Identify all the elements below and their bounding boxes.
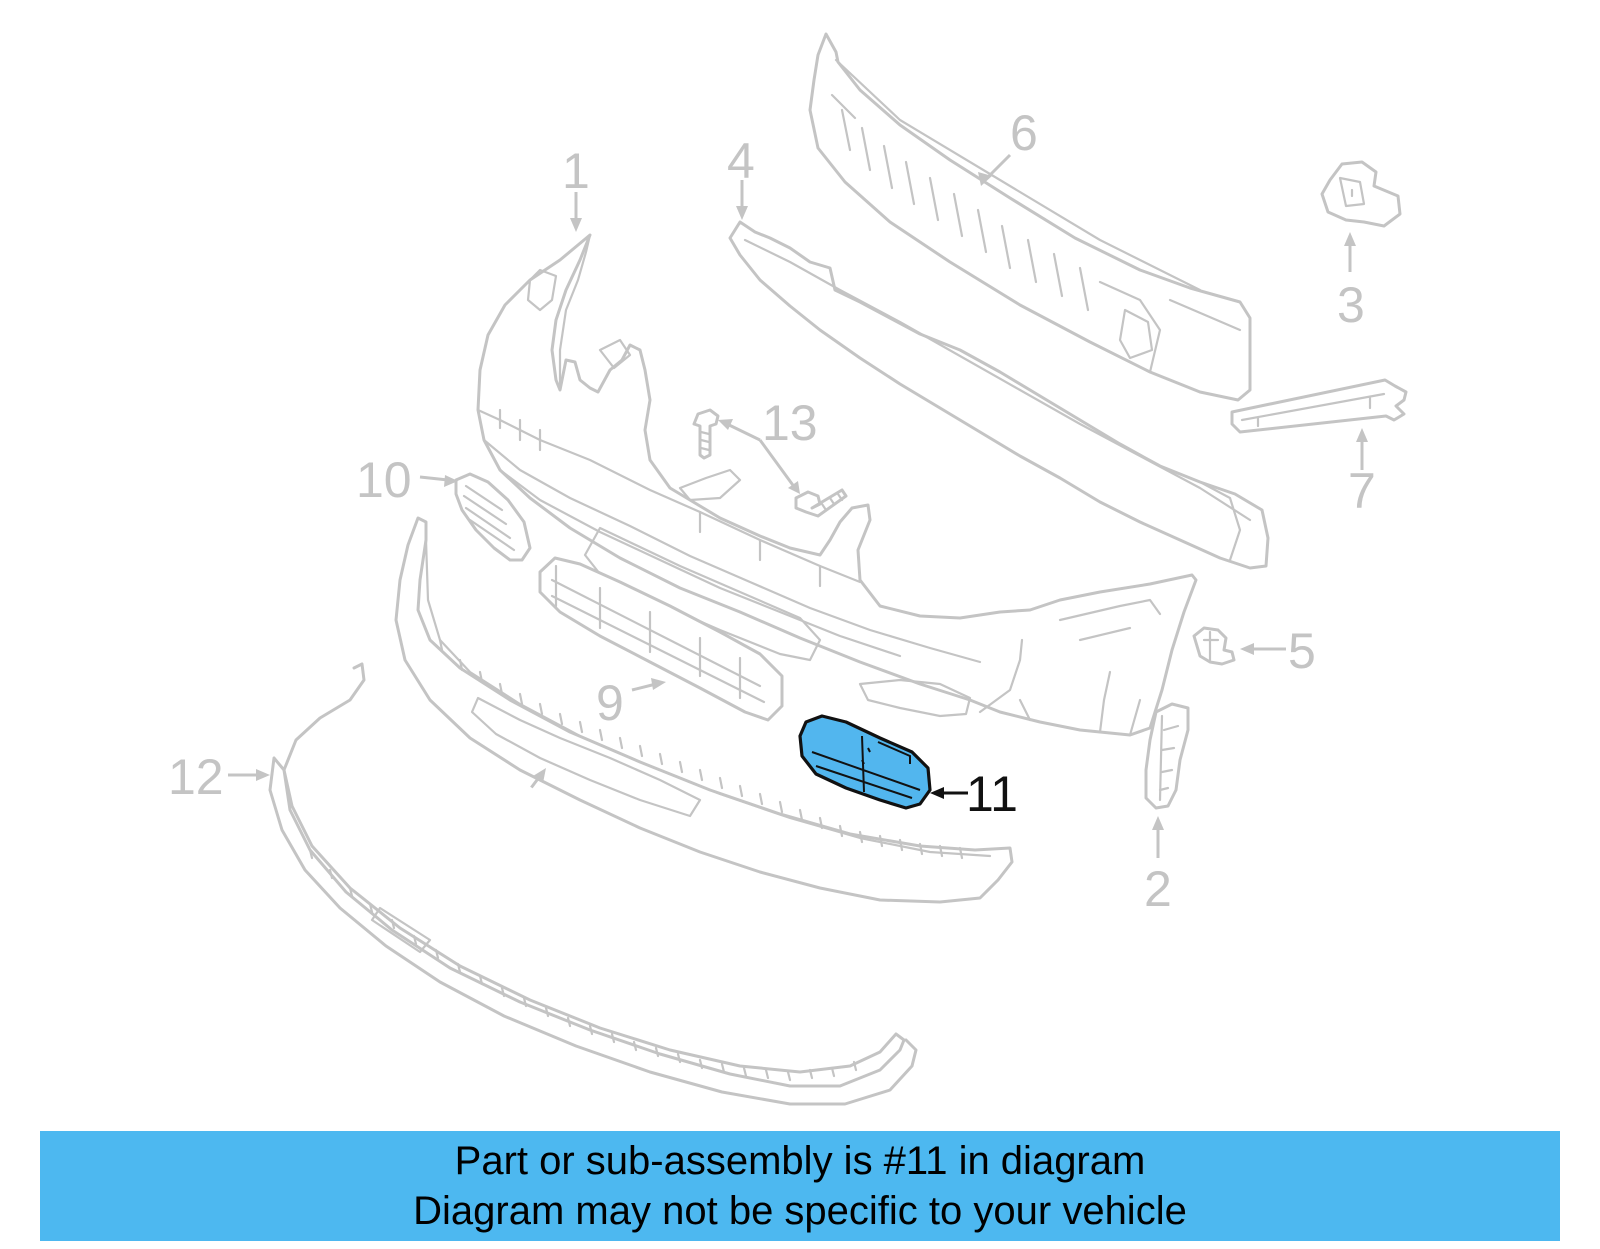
info-banner: Part or sub-assembly is #11 in diagram D… <box>40 1131 1560 1241</box>
callout-5: 5 <box>1240 623 1316 679</box>
callout-1: 1 <box>562 143 590 232</box>
callout-9: 9 <box>596 675 666 731</box>
callout-13-label: 13 <box>762 395 818 451</box>
part-8-spoiler <box>394 516 1014 904</box>
part-7-bracket <box>1230 378 1408 434</box>
part-9-lower-grille <box>538 556 784 722</box>
callout-10-label: 10 <box>356 452 412 508</box>
part-3-bracket <box>1320 160 1402 228</box>
callout-4-label: 4 <box>727 133 755 189</box>
callout-10: 10 <box>356 452 458 508</box>
part-11-fog-grille-highlighted <box>798 714 932 810</box>
part-5-clip <box>1192 626 1236 666</box>
callout-2: 2 <box>1144 816 1172 917</box>
callout-3: 3 <box>1337 232 1365 333</box>
callout-2-label: 2 <box>1144 861 1172 917</box>
callout-9-label: 9 <box>596 675 624 731</box>
callout-12-label: 12 <box>168 749 224 805</box>
banner-line-disclaimer: Diagram may not be specific to your vehi… <box>413 1189 1187 1233</box>
callout-11-label: 11 <box>966 766 1018 822</box>
callout-13: 13 <box>718 395 818 494</box>
part-2-side-bracket <box>1144 702 1190 810</box>
callout-6-label: 6 <box>1010 105 1038 161</box>
callout-12: 12 <box>168 749 270 805</box>
banner-line-part: Part or sub-assembly is #11 in diagram <box>454 1139 1146 1183</box>
part-13-bolts <box>692 408 848 518</box>
callout-7-label: 7 <box>1348 463 1376 519</box>
part-4-absorber <box>728 220 1270 570</box>
callout-5-label: 5 <box>1288 623 1316 679</box>
callout-7: 7 <box>1348 428 1376 519</box>
part-10-grille-left <box>454 472 532 562</box>
callout-6: 6 <box>978 105 1038 186</box>
callout-11: 11 <box>930 766 1018 822</box>
part-12-trim-strip <box>268 662 918 1106</box>
callout-3-label: 3 <box>1337 277 1365 333</box>
callout-1-label: 1 <box>562 143 590 199</box>
part-6-reinforcement <box>808 32 1252 402</box>
callout-4: 4 <box>727 133 755 220</box>
